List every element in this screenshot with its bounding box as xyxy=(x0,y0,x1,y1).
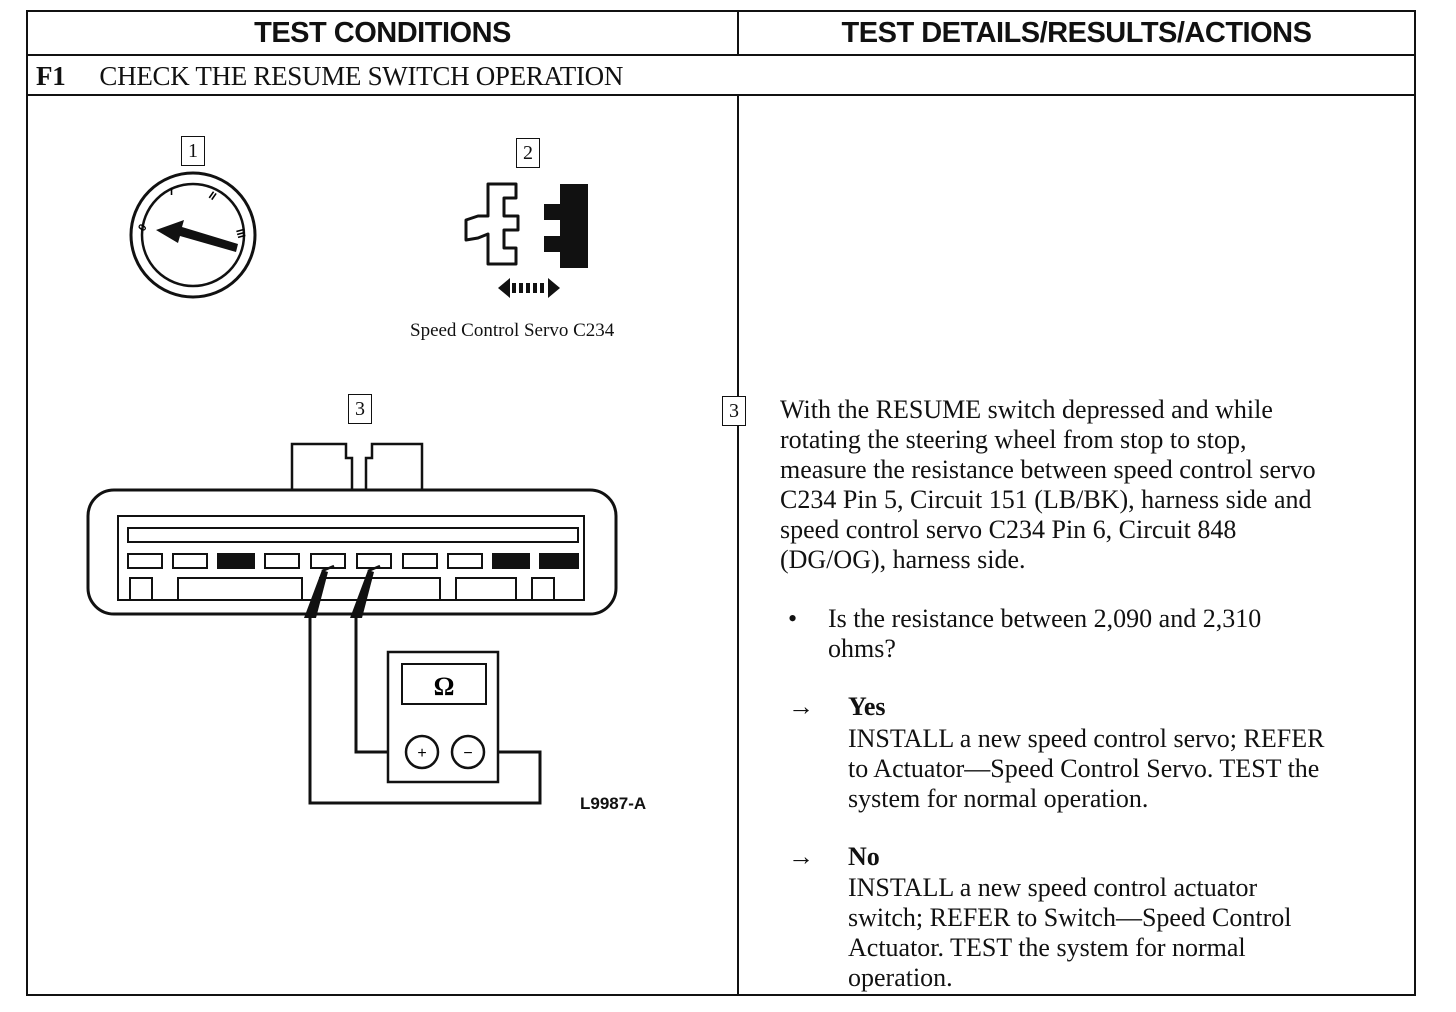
yes-arrow-icon: → xyxy=(788,692,814,721)
step-3-number-box: 3 xyxy=(348,394,372,424)
instruction-text: With the RESUME switch depressed and whi… xyxy=(780,395,1410,575)
detail-step-number-box: 3 xyxy=(722,396,746,426)
svg-text:III: III xyxy=(233,228,247,240)
meter-minus-terminal: − xyxy=(463,745,472,762)
ohm-symbol: Ω xyxy=(434,672,455,701)
yes-action-text: INSTALL a new speed control servo; REFER… xyxy=(848,724,1413,814)
instruction-line: With the RESUME switch depressed and whi… xyxy=(780,395,1273,424)
question-line: Is the resistance between 2,090 and 2,31… xyxy=(828,604,1262,633)
yes-action-line: system for normal operation. xyxy=(848,784,1149,813)
no-action-text: INSTALL a new speed control actuator swi… xyxy=(848,873,1413,993)
test-table: TEST CONDITIONS TEST DETAILS/RESULTS/ACT… xyxy=(26,10,1416,996)
servo-connector-icon xyxy=(464,182,588,298)
header-rule xyxy=(28,54,1414,56)
instruction-line: (DG/OG), harness side. xyxy=(780,545,1026,574)
svg-text:II: II xyxy=(206,190,218,203)
yes-action-line: INSTALL a new speed control servo; REFER xyxy=(848,724,1325,753)
figure-id: L9987-A xyxy=(580,794,647,813)
question-bullet: • xyxy=(788,604,798,633)
yes-action-line: to Actuator—Speed Control Servo. TEST th… xyxy=(848,754,1320,783)
no-arrow-icon: → xyxy=(788,842,814,871)
section-title: F1 CHECK THE RESUME SWITCH OPERATION xyxy=(36,56,623,96)
instruction-line: measure the resistance between speed con… xyxy=(780,455,1316,484)
question-line: ohms? xyxy=(828,634,896,663)
yes-label: Yes xyxy=(848,692,886,721)
section-title-text: CHECK THE RESUME SWITCH OPERATION xyxy=(99,60,624,91)
header-divider xyxy=(737,12,739,54)
ignition-switch-icon: 0 I II III xyxy=(129,171,257,299)
instruction-line: C234 Pin 5, Circuit 151 (LB/BK), harness… xyxy=(780,485,1312,514)
no-action-line: switch; REFER to Switch—Speed Control xyxy=(848,903,1292,932)
no-action-line: INSTALL a new speed control actuator xyxy=(848,873,1258,902)
instruction-line: rotating the steering wheel from stop to… xyxy=(780,425,1247,454)
instruction-line: speed control servo C234 Pin 6, Circuit … xyxy=(780,515,1237,544)
section-rule xyxy=(28,94,1414,96)
section-code: F1 xyxy=(36,60,66,91)
col-header-test-conditions: TEST CONDITIONS xyxy=(254,16,511,49)
no-label: No xyxy=(848,842,880,871)
svg-text:0: 0 xyxy=(136,222,149,233)
connector-meter-diagram: Ω + − xyxy=(86,442,618,805)
step-2-number-box: 2 xyxy=(516,138,540,168)
step-1-number-box: 1 xyxy=(181,136,205,166)
column-divider xyxy=(737,96,739,996)
servo-caption: Speed Control Servo C234 xyxy=(410,320,615,341)
col-header-test-details: TEST DETAILS/RESULTS/ACTIONS xyxy=(841,16,1312,49)
meter-plus-terminal: + xyxy=(417,745,426,762)
no-action-line: operation. xyxy=(848,963,953,992)
no-action-line: Actuator. TEST the system for normal xyxy=(848,933,1246,962)
question-text: Is the resistance between 2,090 and 2,31… xyxy=(828,604,1408,664)
svg-text:I: I xyxy=(170,186,173,198)
